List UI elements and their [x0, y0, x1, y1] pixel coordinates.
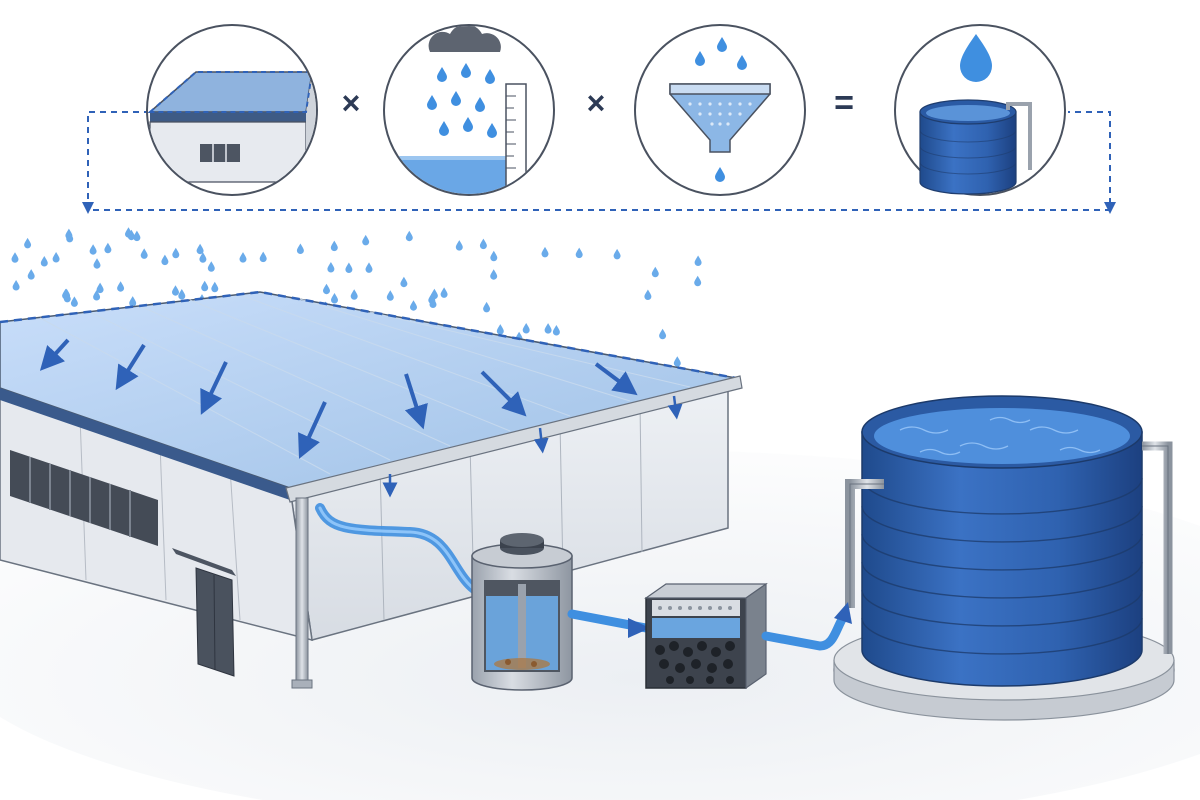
- rain-drop: [483, 301, 491, 313]
- rain-drop: [117, 281, 125, 292]
- rain-drop: [104, 242, 112, 254]
- rain-drop: [490, 250, 498, 262]
- first-flush-chamber: [471, 533, 573, 691]
- rain-drop: [651, 266, 659, 278]
- rain-drop: [644, 289, 652, 300]
- rain-drop: [659, 328, 667, 340]
- runoff-coefficient-icon: [634, 24, 806, 196]
- rain-drop: [330, 240, 338, 252]
- rain-drop: [201, 280, 209, 292]
- rain-drop: [172, 285, 179, 296]
- rain-drop: [323, 283, 330, 295]
- rain-drop: [327, 262, 335, 273]
- operator-multiply-2: ×: [587, 85, 606, 121]
- rain-drop: [490, 269, 498, 280]
- rain-drop: [694, 255, 702, 266]
- catchment-area-icon: [146, 24, 318, 196]
- rain-drop: [350, 289, 358, 300]
- gutter-flow-arrows: [382, 395, 683, 498]
- tank-ribs: [861, 477, 1143, 655]
- roof-fascia: [0, 388, 290, 500]
- rain-drop: [694, 275, 702, 287]
- rain-drop: [479, 238, 487, 250]
- rain-drop: [259, 251, 267, 263]
- rain-drop: [331, 293, 338, 304]
- rain-drop: [365, 262, 373, 273]
- rain-drop: [673, 356, 681, 367]
- rain-drop: [400, 276, 408, 288]
- rain-drop: [207, 261, 215, 272]
- door[interactable]: [195, 567, 235, 677]
- rain-drop: [70, 296, 78, 307]
- formula-bracket: [87, 111, 1111, 211]
- window-band: [10, 450, 158, 546]
- rain-drop: [405, 230, 413, 242]
- operator-equals: =: [834, 84, 854, 122]
- rain-drop: [345, 262, 353, 273]
- rain-drop: [178, 289, 186, 300]
- rain-drop: [362, 234, 370, 246]
- rain-drop: [386, 290, 394, 301]
- rain-drop: [541, 246, 549, 258]
- rain-drop: [196, 243, 204, 255]
- rain-drop: [62, 288, 70, 300]
- tank-body: [861, 431, 1143, 687]
- rain-drop: [24, 237, 32, 249]
- operator-multiply-1: ×: [342, 85, 361, 121]
- rain-drop: [96, 282, 104, 294]
- rain-drop: [496, 324, 504, 335]
- tank-water: [874, 408, 1130, 464]
- rain-drop: [522, 323, 530, 334]
- rain-drop: [12, 280, 20, 291]
- rain-drop: [129, 296, 137, 307]
- bracket-arrow-right-icon: [1104, 202, 1116, 214]
- rain-drop: [52, 252, 60, 263]
- roof-flow-arrows: [39, 338, 638, 459]
- rain-drop: [410, 300, 417, 311]
- rain-drop: [440, 287, 448, 298]
- rain-drop: [296, 243, 304, 254]
- rain-drop: [613, 248, 621, 260]
- bracket-arrow-left-icon: [82, 202, 94, 214]
- rain-drop: [140, 248, 148, 259]
- rain-drop: [575, 247, 583, 259]
- rain-drop: [125, 227, 132, 238]
- rain-drop: [172, 247, 180, 259]
- rain-drop: [455, 240, 463, 251]
- rain-drop: [93, 258, 101, 269]
- rain-drop: [161, 254, 169, 266]
- building: [0, 290, 743, 689]
- rain-drop: [552, 325, 560, 336]
- harvested-volume-icon: [894, 24, 1066, 196]
- rainfall-depth-icon: [383, 24, 555, 196]
- door-canopy: [172, 548, 236, 576]
- storage-tank: [833, 395, 1175, 721]
- rain-drop: [544, 323, 552, 334]
- catchment-outline: [0, 290, 737, 380]
- rain-drop: [239, 252, 247, 263]
- filter-box: [644, 582, 768, 690]
- formula-row: × ×: [82, 24, 1116, 214]
- rain-drop: [40, 256, 48, 267]
- downpipe: [295, 497, 309, 689]
- gutter: [285, 375, 743, 503]
- rain-drop: [89, 244, 97, 255]
- rain-drop: [211, 281, 219, 293]
- rain-drop: [11, 252, 19, 263]
- rain-drop: [27, 269, 35, 280]
